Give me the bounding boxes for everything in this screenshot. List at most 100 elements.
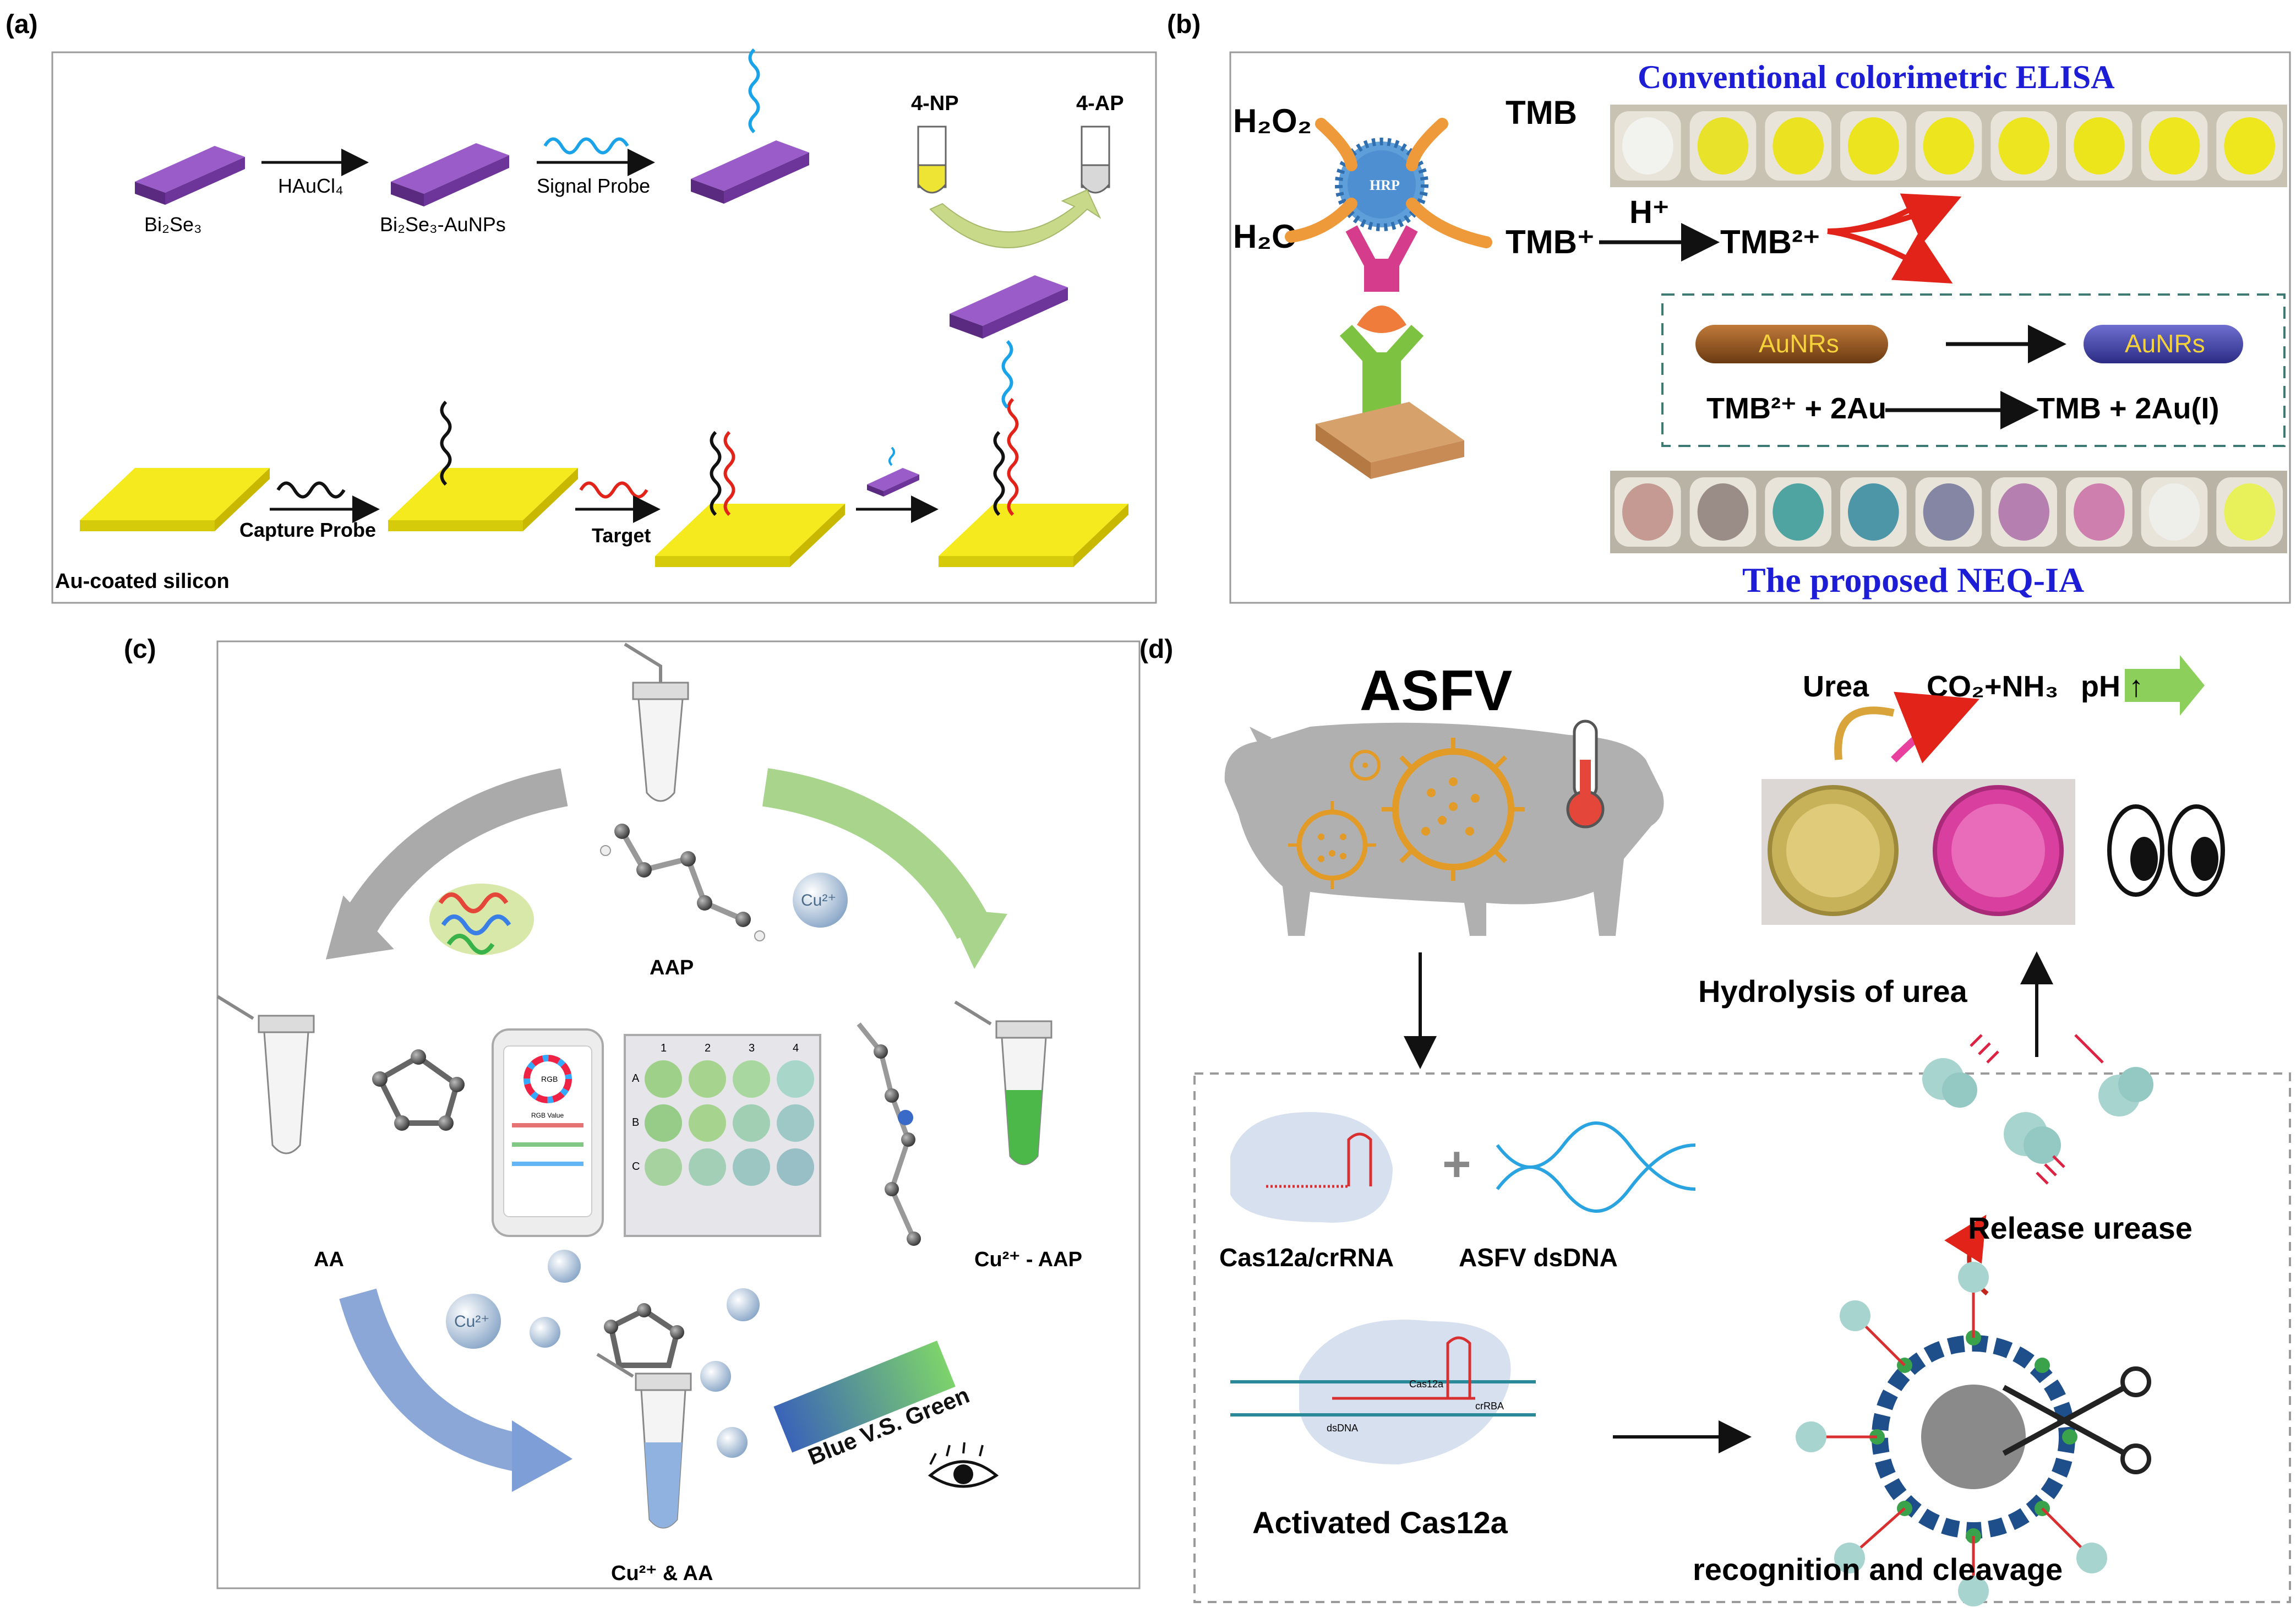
plate-well-A4 — [777, 1060, 814, 1098]
panel-c: (c) AAP — [124, 635, 1141, 1589]
plate-well-C3 — [733, 1148, 770, 1186]
cas12a-crrna-label: Cas12a/crRNA — [1219, 1243, 1394, 1272]
urease-cluster — [1922, 1034, 2153, 1185]
capture-probe-wave — [276, 481, 346, 499]
aa-molecule — [372, 1049, 465, 1131]
blue-arrow — [339, 1288, 527, 1473]
plate-col-3: 3 — [749, 1042, 755, 1054]
panel-a-label: (a) — [6, 10, 38, 39]
plate-well-B2 — [689, 1104, 726, 1142]
plate-well-C2 — [689, 1148, 726, 1186]
bi2se3-aunps-plate — [391, 143, 509, 206]
au-coated-silicon-plate — [80, 468, 270, 531]
hplus-label: H⁺ — [1629, 194, 1670, 230]
dsdna-helix — [1496, 1121, 1696, 1213]
phone-subtitle: RGB Value — [531, 1112, 564, 1119]
hrp-enzyme — [1285, 118, 1492, 248]
aunr-brown-rod — [1695, 325, 1888, 363]
proposed-well-7 — [2074, 483, 2125, 541]
smartphone — [492, 1028, 604, 1237]
equation-left: TMB²⁺ + 2Au — [1706, 392, 1886, 425]
equation-right: TMB + 2Au(I) — [2037, 392, 2219, 425]
cu-aap-complex — [857, 1022, 921, 1246]
recognition-label: recognition and cleavage — [1693, 1552, 2063, 1587]
au-silicon-label: Au-coated silicon — [55, 570, 230, 593]
cu2-label-top: Cu²⁺ — [801, 891, 836, 909]
4ap-label: 4-AP — [1076, 92, 1124, 115]
protein-structure — [429, 884, 534, 955]
bi2se3-label: Bi₂Se₃ — [144, 213, 202, 236]
plate-well-C1 — [645, 1148, 682, 1186]
conventional-well-7 — [2074, 117, 2125, 175]
left-tube-aa — [216, 995, 315, 1154]
conversion-arrow — [929, 189, 1101, 248]
asfv-title: ASFV — [1360, 659, 1512, 723]
conventional-well-8 — [2148, 117, 2200, 175]
plate-row-c: C — [632, 1161, 640, 1173]
co2-nh3-label: CO₂+NH₃ — [1927, 670, 2059, 703]
plus-sign: + — [1442, 1137, 1471, 1192]
conventional-well-9 — [2224, 117, 2275, 175]
virus-tiny — [1350, 750, 1381, 781]
signal-probe-plate — [691, 48, 809, 204]
proposed-well-2 — [1697, 483, 1749, 541]
blue-arrow-head — [512, 1420, 572, 1492]
hydrolysis-label: Hydrolysis of urea — [1698, 974, 1967, 1009]
gray-arrow-head — [325, 895, 394, 960]
conventional-well-5 — [1923, 117, 1975, 175]
conventional-elisa-title: Conventional colorimetric ELISA — [1638, 59, 2115, 95]
well-plate — [624, 1034, 821, 1237]
plate-row-a: A — [632, 1072, 640, 1085]
conventional-well-2 — [1697, 117, 1749, 175]
cas12a-crrna-complex — [1230, 1112, 1393, 1223]
aunr-label-1: AuNRs — [1759, 329, 1839, 358]
virus-small-left — [1288, 801, 1376, 889]
release-urease-label: Release urease — [1968, 1211, 2193, 1245]
small-signal-plate — [867, 446, 919, 497]
plate-row-b: B — [632, 1116, 639, 1129]
capture-probe-plate — [388, 400, 578, 531]
dsdna-small-label: dsDNA — [1327, 1423, 1358, 1434]
urea-curved-arrow — [1834, 706, 1895, 760]
gray-arrow — [335, 768, 568, 945]
aunr-dashed-box — [1661, 293, 2286, 447]
bi2se3-aunps-label: Bi₂Se₃-AuNPs — [380, 213, 506, 236]
crrna-small-label: crRBA — [1475, 1401, 1504, 1412]
asfv-dsdna-label: ASFV dsDNA — [1459, 1243, 1618, 1272]
hrp-label: HRP — [1370, 177, 1400, 193]
blue-vs-green-banner — [773, 1341, 956, 1453]
proposed-well-8 — [2148, 483, 2200, 541]
sandwich-plate — [939, 275, 1128, 567]
conventional-well-4 — [1848, 117, 1899, 175]
cas12a-small-label: Cas12a — [1409, 1379, 1444, 1390]
conventional-well-1 — [1622, 117, 1673, 175]
conventional-well-3 — [1773, 117, 1824, 175]
panel-c-label: (c) — [124, 635, 156, 664]
green-arrow — [762, 768, 992, 939]
panel-b-label: (b) — [1167, 10, 1201, 39]
plate-col-4: 4 — [793, 1042, 799, 1054]
panel-a: (a) Bi₂Se₃ HAuCl₄ Bi₂Se₃-AuNPs Signal Pr… — [6, 10, 1157, 604]
4np-tube — [917, 126, 947, 194]
proposed-well-9 — [2224, 483, 2275, 541]
4ap-tube — [1081, 126, 1110, 194]
plate-well-B1 — [645, 1104, 682, 1142]
cartoon-eyes-icon — [2107, 804, 2225, 897]
nanoparticle-assembly — [1796, 1262, 2107, 1606]
thermometer-icon — [1566, 720, 1605, 829]
urea-pink-arrow — [1891, 691, 1979, 764]
conventional-wells — [1615, 111, 2283, 181]
cu-sphere-bottom — [446, 1294, 501, 1349]
panel-b: (b) H₂O₂ TMB H₂O TMB⁺ HRP Conventi — [1167, 10, 2291, 604]
proposed-well-1 — [1622, 483, 1673, 541]
activated-cas12a-complex — [1230, 1320, 1536, 1464]
capture-probe-label: Capture Probe — [239, 519, 376, 541]
pig-silhouette — [1224, 722, 1664, 936]
conventional-well-6 — [1998, 117, 2050, 175]
right-tube-cu-aap — [954, 1000, 1052, 1165]
top-tube — [624, 642, 689, 802]
tmb-label: TMB — [1506, 94, 1577, 131]
plate-well-B4 — [777, 1104, 814, 1142]
target-plate — [655, 431, 845, 567]
